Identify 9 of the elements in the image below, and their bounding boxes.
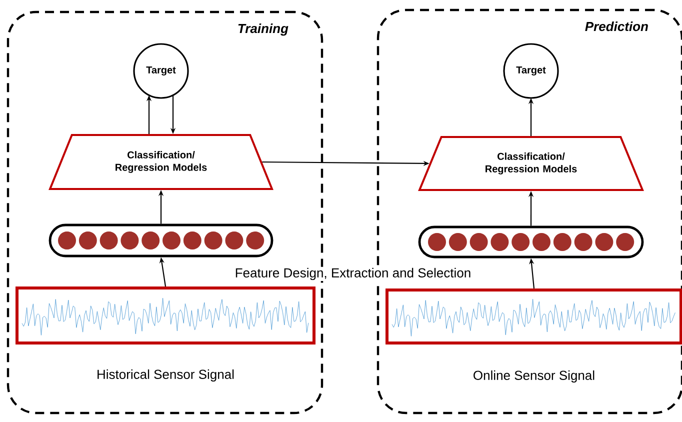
sensor-signal-plot xyxy=(386,288,682,344)
signal-caption: Online Sensor Signal xyxy=(474,370,594,383)
signal-caption: Historical Sensor Signal xyxy=(98,369,234,382)
sensor-signal-plot xyxy=(16,286,316,344)
feature-vector-bar xyxy=(418,226,644,258)
panel-title: Training xyxy=(238,24,288,36)
caption-label: Feature Design, Extraction and Selection xyxy=(234,266,472,282)
panel-title: Prediction xyxy=(585,22,648,32)
feature-vector-bar xyxy=(48,224,274,258)
